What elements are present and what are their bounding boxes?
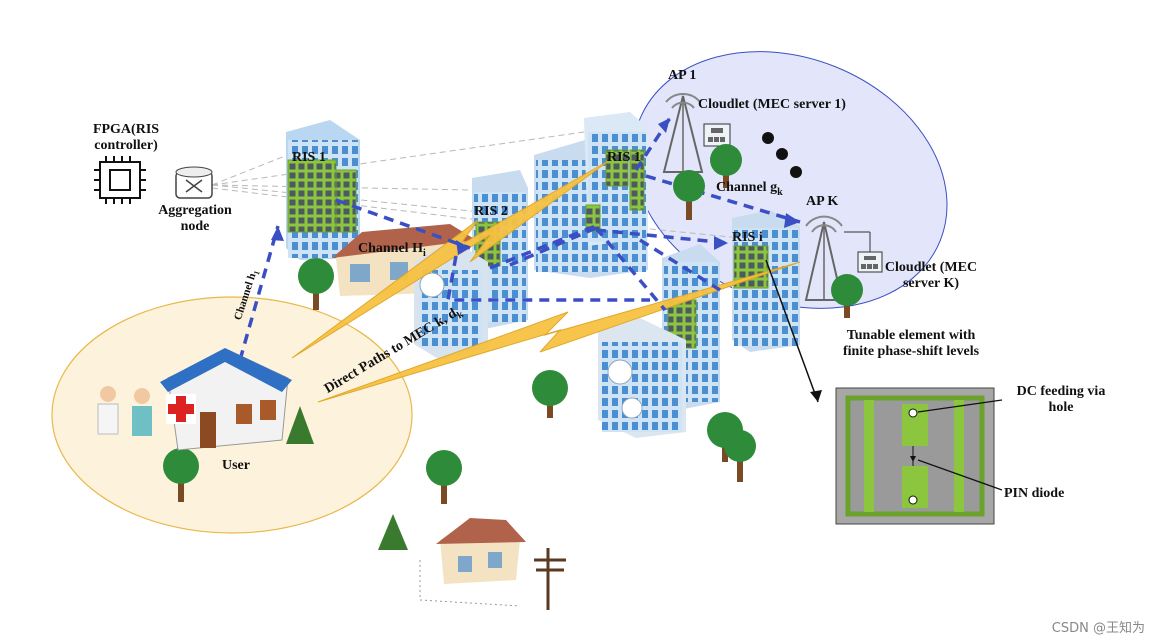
hospital-icon bbox=[160, 348, 292, 451]
doctor-icon bbox=[97, 386, 152, 436]
building-left-ris1 bbox=[286, 120, 360, 260]
channel-g-text: Channel g bbox=[716, 180, 778, 195]
pin-diode-label: PIN diode bbox=[1004, 486, 1065, 501]
direct-path-lightning bbox=[291, 159, 801, 403]
building-risi bbox=[732, 210, 800, 352]
ris-element-zoom bbox=[835, 387, 995, 525]
cloudlet1-label: Cloudlet (MEC server 1) bbox=[698, 97, 846, 112]
watermark: CSDN @王知为 bbox=[1051, 621, 1145, 636]
arrowheads bbox=[271, 118, 800, 255]
channel-g-label: Channel gk bbox=[716, 180, 783, 198]
fpga-chip-icon bbox=[94, 156, 146, 204]
ris2-label: RIS 2 bbox=[474, 204, 508, 219]
user-label: User bbox=[222, 458, 250, 473]
cloudletk-label: Cloudlet (MEC server K) bbox=[884, 260, 978, 292]
dc-feeding-label: DC feeding via hole bbox=[1016, 384, 1106, 416]
aggregation-label: Aggregation node bbox=[158, 203, 232, 235]
dashed-links bbox=[238, 117, 801, 361]
apk-label: AP K bbox=[806, 194, 839, 209]
power-pole-icon bbox=[534, 548, 566, 610]
ap1-label: AP 1 bbox=[668, 68, 697, 83]
channel-g-sub: k bbox=[777, 186, 783, 198]
channel-h-text: Channel H bbox=[358, 241, 423, 256]
tunable-label: Tunable element with finite phase-shift … bbox=[842, 328, 980, 360]
ellipsis-dots bbox=[762, 132, 802, 178]
server-icon bbox=[703, 123, 731, 147]
house-icon bbox=[419, 518, 526, 607]
channel-h-label: Channel Hi bbox=[358, 241, 426, 259]
fpga-label: FPGA(RIS controller) bbox=[92, 122, 160, 154]
antenna-tower-icon bbox=[804, 215, 844, 301]
ris1-right-label: RIS 1 bbox=[607, 150, 641, 165]
risi-label: RIS i bbox=[732, 230, 763, 245]
ris1-left-label: RIS 1 bbox=[292, 150, 326, 165]
channel-h-sub: i bbox=[422, 247, 426, 259]
building-bottom-center bbox=[598, 318, 686, 438]
aggregation-node-icon bbox=[175, 166, 213, 199]
tree-icon bbox=[163, 144, 863, 550]
